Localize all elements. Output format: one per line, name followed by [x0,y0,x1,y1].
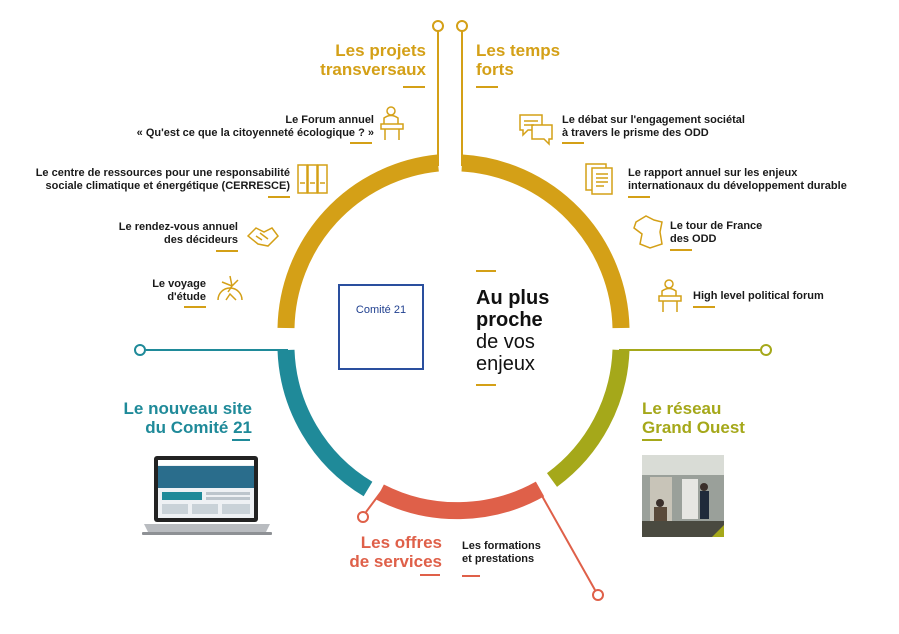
center-line2: proche [476,309,543,331]
underline [628,196,650,198]
section-title-site-line1: Le nouveau site [123,399,252,418]
center-heading: Au plus proche de vos enjeux [476,287,549,375]
node-offres-right [592,589,604,601]
node-offres-left [357,511,369,523]
section-title-projets-line1: Les projets [335,41,426,60]
underline [693,306,715,308]
underline [476,270,496,272]
right-item-debat: Le débat sur l'engagement sociétal à tra… [562,114,782,140]
center-line4: enjeux [476,353,535,375]
lectern-icon [380,106,404,140]
offres-item-line2: et prestations [462,553,535,565]
arc-offres [376,481,545,520]
node-reseau [760,344,772,356]
section-title-projets: Les projets transversaux [300,41,426,79]
france-map-icon [633,215,663,249]
left-item-forum: Le Forum annuel « Qu'est ce que la citoy… [60,114,374,140]
underline [420,574,440,576]
left-item-voyage-line1: Le voyage [152,278,206,290]
center-line3: de vos [476,331,535,353]
underline [232,439,250,441]
offres-item-line1: Les formations [462,540,541,552]
arc-temps [461,154,630,329]
left-item-voyage-line2: d'étude [167,291,206,303]
underline [403,86,425,88]
node-temps [456,20,468,32]
section-title-offres: Les offres de services [316,533,442,571]
connector-offres-right [536,486,596,591]
left-item-voyage: Le voyage d'étude [100,278,206,304]
left-item-rendezvous-line2: des décideurs [164,234,238,246]
right-item-debat-line1: Le débat sur l'engagement sociétal [562,114,745,126]
section-title-site-line2: du Comité 21 [145,418,252,437]
offres-item: Les formations et prestations [462,540,572,566]
right-item-tour-line2: des ODD [670,233,717,245]
logo-text: Comité 21 [355,304,407,316]
section-title-reseau: Le réseau Grand Ouest [642,399,782,437]
handshake-icon [246,227,279,247]
laptop-website-image [142,454,272,538]
left-item-rendezvous: Le rendez-vous annuel des décideurs [60,221,238,247]
section-title-temps-line1: Les temps [476,41,561,60]
right-item-hlpf-line1: High level political forum [693,290,824,302]
right-item-rapport-line2: internationaux du développement durable [628,180,847,192]
left-item-forum-line1: Le Forum annuel [285,114,374,126]
comite21-logo: Comité 21 [338,284,424,370]
right-item-debat-line2: à travers le prisme des ODD [562,127,709,139]
underline [670,249,692,251]
section-title-offres-line1: Les offres [360,533,442,552]
underline [216,250,238,252]
underline [268,196,290,198]
section-title-site: Le nouveau site du Comité 21 [100,399,252,437]
travel-icon [217,275,243,301]
section-title-reseau-line2: Grand Ouest [642,418,745,437]
report-icon [585,163,613,195]
speaker-icon [658,279,682,312]
left-item-forum-line2: « Qu'est ce que la citoyenneté écologiqu… [136,127,374,139]
arc-projets [277,154,439,329]
left-item-cerresce: Le centre de ressources pour une respons… [10,167,290,193]
right-item-rapport: Le rapport annuel sur les enjeux interna… [628,167,898,193]
center-line1: Au plus [476,287,550,309]
underline [462,575,480,577]
node-site [134,344,146,356]
binders-icon [297,164,328,194]
left-item-cerresce-line1: Le centre de ressources pour une respons… [35,167,290,179]
section-title-offres-line2: de services [349,552,442,571]
underline [476,86,498,88]
section-title-temps: Les temps forts [476,41,596,79]
node-projets [432,20,444,32]
right-item-hlpf: High level political forum [693,290,873,303]
underline [642,439,662,441]
right-item-tour: Le tour de France des ODD [670,220,810,246]
underline [562,142,584,144]
left-item-cerresce-line2: sociale climatique et énergétique (CERRE… [45,180,290,192]
right-item-tour-line1: Le tour de France [670,220,763,232]
arc-reseau [546,349,630,487]
reseau-event-photo [642,455,724,537]
section-title-temps-line2: forts [476,60,514,79]
underline [476,384,496,386]
section-title-reseau-line1: Le réseau [642,399,722,418]
speech-bubbles-icon [519,114,553,146]
connector-offres-left [365,487,385,513]
left-item-rendezvous-line1: Le rendez-vous annuel [118,221,238,233]
section-title-projets-line2: transversaux [320,60,426,79]
underline [350,142,372,144]
arc-site [277,349,373,497]
underline [184,306,206,308]
right-item-rapport-line1: Le rapport annuel sur les enjeux [628,167,798,179]
